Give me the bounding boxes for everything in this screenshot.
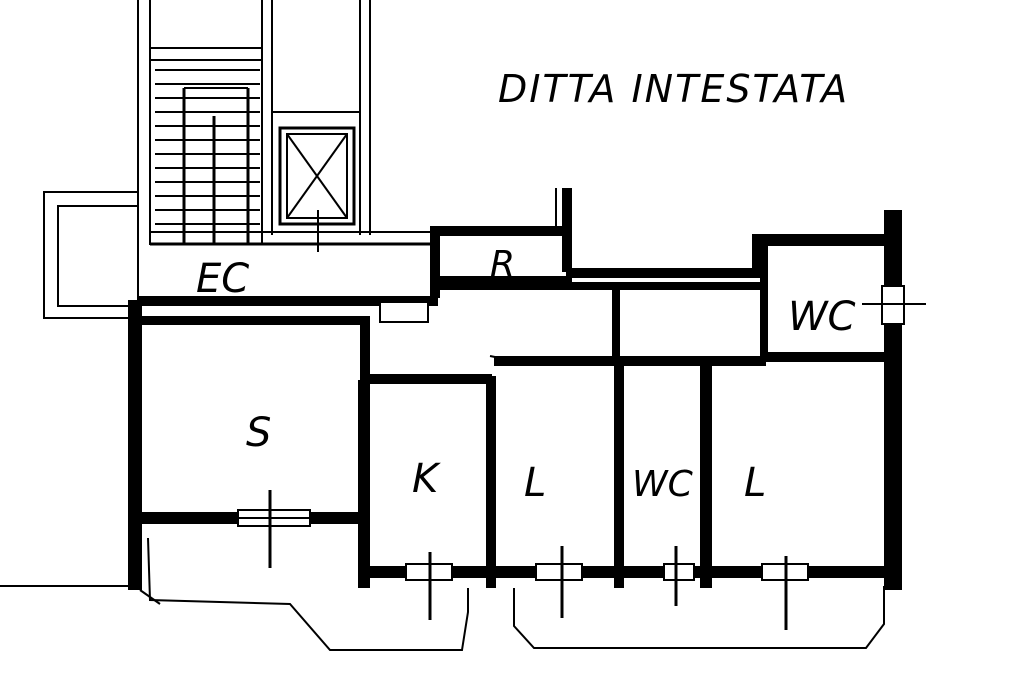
room-label-wc-mid: WC	[632, 464, 694, 505]
stairwell	[137, 0, 371, 300]
left-balcony	[43, 191, 138, 319]
room-label-l-left: L	[524, 460, 546, 506]
room-label-wc-top: WC	[788, 294, 856, 340]
room-label-r: R	[490, 244, 515, 285]
plan-title: DITTA INTESTATA	[498, 67, 849, 111]
room-label-ec: EC	[196, 256, 249, 302]
room-label-s: S	[246, 410, 271, 456]
walls	[128, 188, 902, 590]
room-label-k: K	[412, 456, 441, 502]
elevator-shaft	[278, 126, 356, 252]
room-label-l-right: L	[744, 460, 766, 506]
bottom-balconies	[0, 355, 885, 651]
windows	[237, 285, 926, 630]
